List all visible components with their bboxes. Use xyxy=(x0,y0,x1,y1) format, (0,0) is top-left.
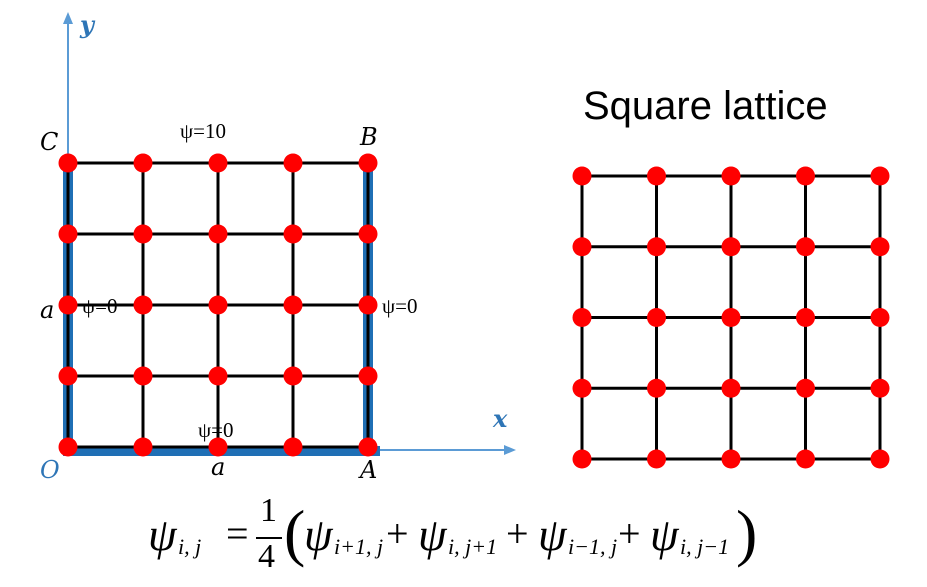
left-node xyxy=(283,224,303,244)
formula-term-sub: i, j−1 xyxy=(680,534,730,559)
right-node xyxy=(870,449,890,469)
right-node xyxy=(870,166,890,186)
left-node xyxy=(358,366,378,386)
right-node xyxy=(870,237,890,257)
formula-lhs: ψ xyxy=(148,509,177,560)
right-node xyxy=(721,308,741,327)
right-node xyxy=(721,237,741,257)
formula-term: ψ xyxy=(304,509,333,560)
left-node xyxy=(358,295,378,315)
right-node xyxy=(796,308,815,327)
left-node xyxy=(58,224,78,244)
bc-left-label: ψ=0 xyxy=(82,294,118,318)
square-lattice xyxy=(572,166,890,469)
formula-term: ψ xyxy=(538,509,567,560)
left-node xyxy=(358,437,378,457)
left-node xyxy=(58,437,78,457)
formula-plus: + xyxy=(506,511,529,556)
right-node xyxy=(721,166,741,186)
right-nodes xyxy=(572,166,890,469)
bc-bottom-label: ψ=0 xyxy=(198,418,234,442)
formula-equals: = xyxy=(226,511,249,556)
corner-b-label: B xyxy=(359,123,378,151)
left-node xyxy=(283,295,303,315)
left-node xyxy=(58,153,78,173)
right-node xyxy=(647,378,666,398)
boundary-value-grid: y x C B O A a a ψ=10 ψ=0 ψ=0 ψ=0 xyxy=(40,10,516,484)
formula-lhs-sub: i, j xyxy=(178,534,202,559)
right-node xyxy=(870,308,890,327)
right-node xyxy=(796,449,815,469)
bc-right-label: ψ=0 xyxy=(382,294,418,318)
formula-term-sub: i−1, j xyxy=(568,534,618,559)
right-node xyxy=(721,378,741,398)
left-node xyxy=(283,437,303,457)
corner-c-label: C xyxy=(40,128,58,156)
y-axis-arrow-icon xyxy=(63,12,73,24)
left-node xyxy=(208,437,228,457)
left-node xyxy=(133,437,153,457)
x-axis-label: x xyxy=(492,404,508,433)
left-node xyxy=(283,153,303,173)
corner-o-label: O xyxy=(40,456,60,484)
right-node xyxy=(572,378,592,398)
formula-term: ψ xyxy=(418,509,447,560)
right-node xyxy=(647,449,666,469)
left-node xyxy=(358,224,378,244)
side-a-bottom-label: a xyxy=(211,453,225,481)
right-node xyxy=(572,308,592,327)
left-node xyxy=(283,366,303,386)
right-node xyxy=(796,378,815,398)
left-node xyxy=(208,153,228,173)
right-node xyxy=(647,237,666,257)
right-node xyxy=(647,308,666,327)
right-node xyxy=(870,378,890,398)
left-node xyxy=(133,224,153,244)
left-node xyxy=(208,295,228,315)
side-a-left-label: a xyxy=(40,296,54,324)
formula-plus: + xyxy=(386,511,409,556)
formula-rparen: ) xyxy=(736,497,758,568)
formula-term-sub: i, j+1 xyxy=(448,534,498,559)
left-node xyxy=(58,366,78,386)
corner-a-label: A xyxy=(358,456,377,484)
formula-frac-bar xyxy=(256,537,282,539)
left-node xyxy=(358,153,378,173)
right-node xyxy=(572,166,592,186)
right-node xyxy=(572,449,592,469)
square-lattice-title: Square lattice xyxy=(583,84,828,128)
left-node xyxy=(58,295,78,315)
formula-plus: + xyxy=(618,511,641,556)
left-node xyxy=(133,295,153,315)
bc-top-label: ψ=10 xyxy=(180,119,226,143)
formula-frac-num: 1 xyxy=(260,492,277,529)
right-node xyxy=(796,166,815,186)
formula-term: ψ xyxy=(650,509,679,560)
y-axis-label: y xyxy=(79,10,96,39)
x-axis-arrow-icon xyxy=(504,445,516,455)
left-node xyxy=(133,366,153,386)
formula-lparen: ( xyxy=(284,497,306,568)
left-nodes xyxy=(58,153,378,457)
right-node xyxy=(796,237,815,257)
formula-frac-den: 4 xyxy=(258,538,275,575)
right-node xyxy=(721,449,741,469)
left-node xyxy=(133,153,153,173)
right-node xyxy=(572,237,592,257)
right-node xyxy=(647,166,666,186)
formula-term-sub: i+1, j xyxy=(334,534,384,559)
left-node xyxy=(208,366,228,386)
left-node xyxy=(208,224,228,244)
